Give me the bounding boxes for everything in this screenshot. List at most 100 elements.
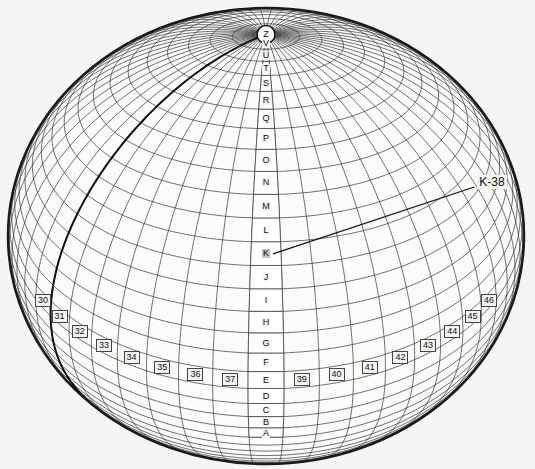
column-cell: [260, 75, 272, 91]
zone-number: 41: [362, 361, 378, 374]
column-cell: [251, 242, 282, 266]
parallel-line: [30, 328, 502, 459]
globe-extras: [273, 187, 474, 254]
column-cell: [250, 265, 282, 288]
zone-number: 34: [124, 351, 140, 364]
parallel-line: [10, 264, 522, 445]
column-cell: [249, 428, 284, 437]
row-letter: Q: [262, 114, 271, 123]
parallel-line: [21, 308, 511, 456]
zone-number: 44: [444, 325, 460, 338]
parallel-line: [19, 89, 513, 333]
meridian-line: [147, 39, 262, 456]
parallel-line: [93, 8, 438, 171]
meridian-line: [276, 37, 508, 389]
meridian-line: [266, 35, 523, 316]
callout-label: K-38: [477, 175, 506, 189]
meridian-line: [272, 38, 440, 442]
column-cell: [262, 61, 271, 75]
meridian-line: [266, 35, 524, 251]
row-letter: N: [262, 178, 271, 187]
row-letter: R: [262, 96, 271, 105]
meridian-line: [51, 38, 258, 421]
row-letter: L: [263, 226, 270, 235]
parallel-line: [14, 286, 517, 451]
column-cell: [259, 91, 273, 109]
row-letter: T: [262, 64, 270, 73]
parallel-line: [15, 111, 517, 354]
row-letter: V: [262, 39, 270, 48]
row-letter: O: [262, 156, 271, 165]
meridian-line: [266, 17, 372, 34]
parallel-line: [41, 348, 491, 461]
meridian-line: [270, 39, 385, 456]
meridian-line: [276, 29, 474, 101]
zone-number: 30: [35, 294, 51, 307]
column-cell: [252, 194, 279, 218]
row-letter: U: [262, 51, 271, 60]
column-cell: [255, 149, 277, 171]
meridian-line: [275, 25, 435, 63]
zone-number: 43: [420, 339, 436, 352]
column-cell: [251, 218, 280, 242]
prime-meridian: [51, 38, 258, 421]
meridian-line: [277, 36, 520, 343]
row-letter: F: [262, 358, 270, 367]
zone-number: 33: [96, 339, 112, 352]
meridian-line: [269, 11, 313, 31]
zone-number: 46: [481, 294, 497, 307]
meridian-line: [117, 35, 266, 451]
parallel-line: [147, 10, 384, 109]
parallel-line: [8, 197, 524, 417]
meridian-line: [58, 29, 256, 101]
meridian-line: [9, 34, 255, 216]
row-letter: B: [262, 418, 270, 427]
parallel-line: [8, 242, 524, 438]
zone-number: 35: [154, 361, 170, 374]
row-letter: G: [262, 339, 271, 348]
leader-line: [273, 187, 474, 254]
zone-number: 37: [222, 373, 238, 386]
zone-number: 45: [465, 310, 481, 323]
column-cell: [248, 333, 283, 353]
column-cell: [248, 388, 284, 403]
zone-number: 32: [72, 325, 88, 338]
meridian-line: [25, 37, 257, 389]
row-letter: S: [262, 79, 270, 88]
column-cell: [249, 311, 284, 332]
row-letter: M: [261, 202, 271, 211]
meridian-line: [266, 35, 415, 451]
parallel-line: [64, 8, 468, 218]
meridian-line: [266, 35, 496, 407]
row-letter: D: [262, 392, 271, 401]
row-letter: I: [264, 296, 269, 305]
meridian-line: [266, 35, 463, 434]
row-letter: P: [262, 134, 270, 143]
meridian-line: [266, 35, 515, 369]
parallel-line: [25, 66, 507, 311]
meridian-line: [277, 35, 524, 283]
zone-number: 40: [329, 368, 345, 381]
meridian-line: [277, 33, 507, 154]
meridian-line: [266, 31, 491, 124]
row-letter: J: [263, 273, 270, 282]
parallel-line: [210, 19, 322, 62]
row-letter: K: [262, 249, 270, 258]
globe-ground: [8, 8, 524, 464]
column-cell: [248, 417, 283, 428]
row-letter: A: [262, 429, 270, 438]
column-cell: [256, 128, 276, 149]
parallel-line: [12, 129, 521, 372]
globe-outline: [8, 8, 524, 464]
meridian-line: [91, 38, 259, 442]
row-letter: E: [262, 376, 270, 385]
column-cell: [248, 353, 284, 372]
parallel-line: [52, 14, 480, 242]
zone-number: 31: [52, 310, 68, 323]
column-cell: [257, 109, 274, 128]
zone-number: 42: [392, 351, 408, 364]
parallel-line: [189, 15, 344, 76]
column-cell: [248, 403, 284, 416]
graticule: [8, 8, 524, 464]
